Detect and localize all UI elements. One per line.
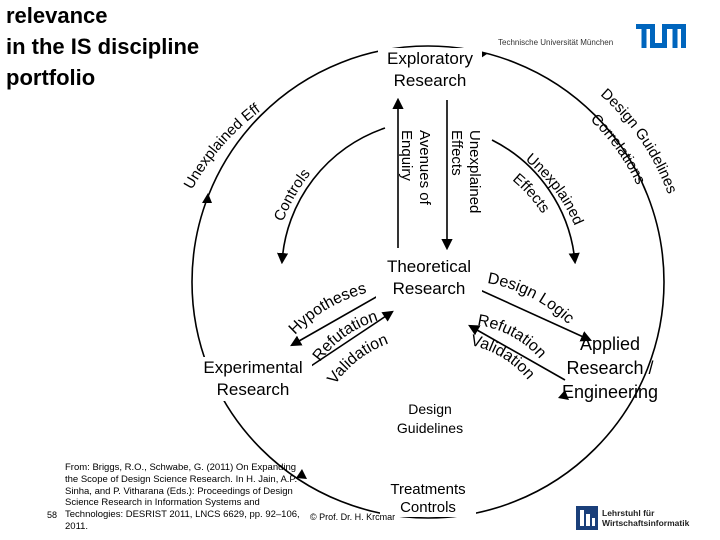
refutation-left-arrow (301, 310, 394, 373)
node-applied-line-2: Research / (566, 358, 654, 378)
node-theoretical-line-2: Research (392, 279, 466, 298)
node-exploratory-research: Exploratory Research (378, 48, 482, 92)
university-name: Technische Universität München (498, 38, 614, 47)
outer-arrowhead-right (558, 390, 569, 400)
title-line-3: portfolio (6, 65, 96, 90)
svg-text:Effects: Effects (448, 130, 465, 176)
svg-text:Avenues of: Avenues of (416, 130, 433, 206)
title-line-2: in the IS discipline (6, 34, 200, 59)
label-avenues-of-enquiry: Avenues of Enquiry (398, 130, 433, 206)
outer-arrowhead-left (202, 193, 212, 203)
design-guidelines-bottom-line-1: Design (408, 401, 452, 417)
chair-logo-text: Lehrstuhl für Wirtschaftsinformatik (602, 508, 689, 528)
chair-logo: Lehrstuhl für Wirtschaftsinformatik (576, 503, 706, 533)
hypotheses-arrow (290, 291, 386, 347)
node-experimental-line-1: Experimental (203, 358, 303, 377)
chair-logo-line-2: Wirtschaftsinformatik (602, 518, 690, 528)
outer-arrowhead-bottom (296, 469, 307, 479)
node-experimental-research: Experimental Research (194, 357, 312, 401)
controls-arc (277, 127, 386, 265)
node-exploratory-line-2: Research (393, 71, 467, 90)
controls-line: Controls (400, 499, 456, 516)
page-number: 58 (47, 510, 58, 520)
treatments-line: Treatments (390, 481, 466, 498)
node-theoretical-research: Theoretical Research (376, 256, 482, 300)
slide-title: relevance in the IS discipline portfolio (6, 0, 199, 93)
design-logic-arrow (479, 289, 593, 342)
chair-logo-line-1: Lehrstuhl für (602, 508, 655, 518)
node-theoretical-line-1: Theoretical (386, 257, 472, 276)
tum-logo (636, 24, 686, 55)
node-applied-research: Applied Research / Engineering (556, 332, 664, 404)
label-treatments-controls: Treatments Controls (380, 481, 476, 517)
chair-logo-icon (576, 506, 598, 530)
refutation-right-arrow (468, 324, 566, 381)
title-line-1: relevance (6, 3, 108, 28)
node-experimental-line-2: Research (216, 380, 290, 399)
design-guidelines-bottom-line-2: Guidelines (396, 420, 464, 436)
unexplained-effects-arc-right (491, 139, 580, 265)
node-applied-line-3: Engineering (561, 382, 659, 402)
outer-cycle-circle (191, 45, 665, 519)
label-unexplained-effects-center: Unexplained Effects (448, 130, 483, 213)
node-exploratory-line-1: Exploratory (387, 49, 473, 68)
label-design-guidelines-bottom: Design Guidelines (395, 400, 465, 438)
svg-text:Enquiry: Enquiry (398, 130, 415, 181)
svg-text:Unexplained: Unexplained (466, 130, 483, 213)
reference-citation: From: Briggs, R.O., Schwabe, G. (2011) O… (65, 462, 300, 532)
copyright-text: © Prof. Dr. H. Krcmar (310, 512, 396, 522)
node-applied-line-1: Applied (579, 334, 641, 354)
